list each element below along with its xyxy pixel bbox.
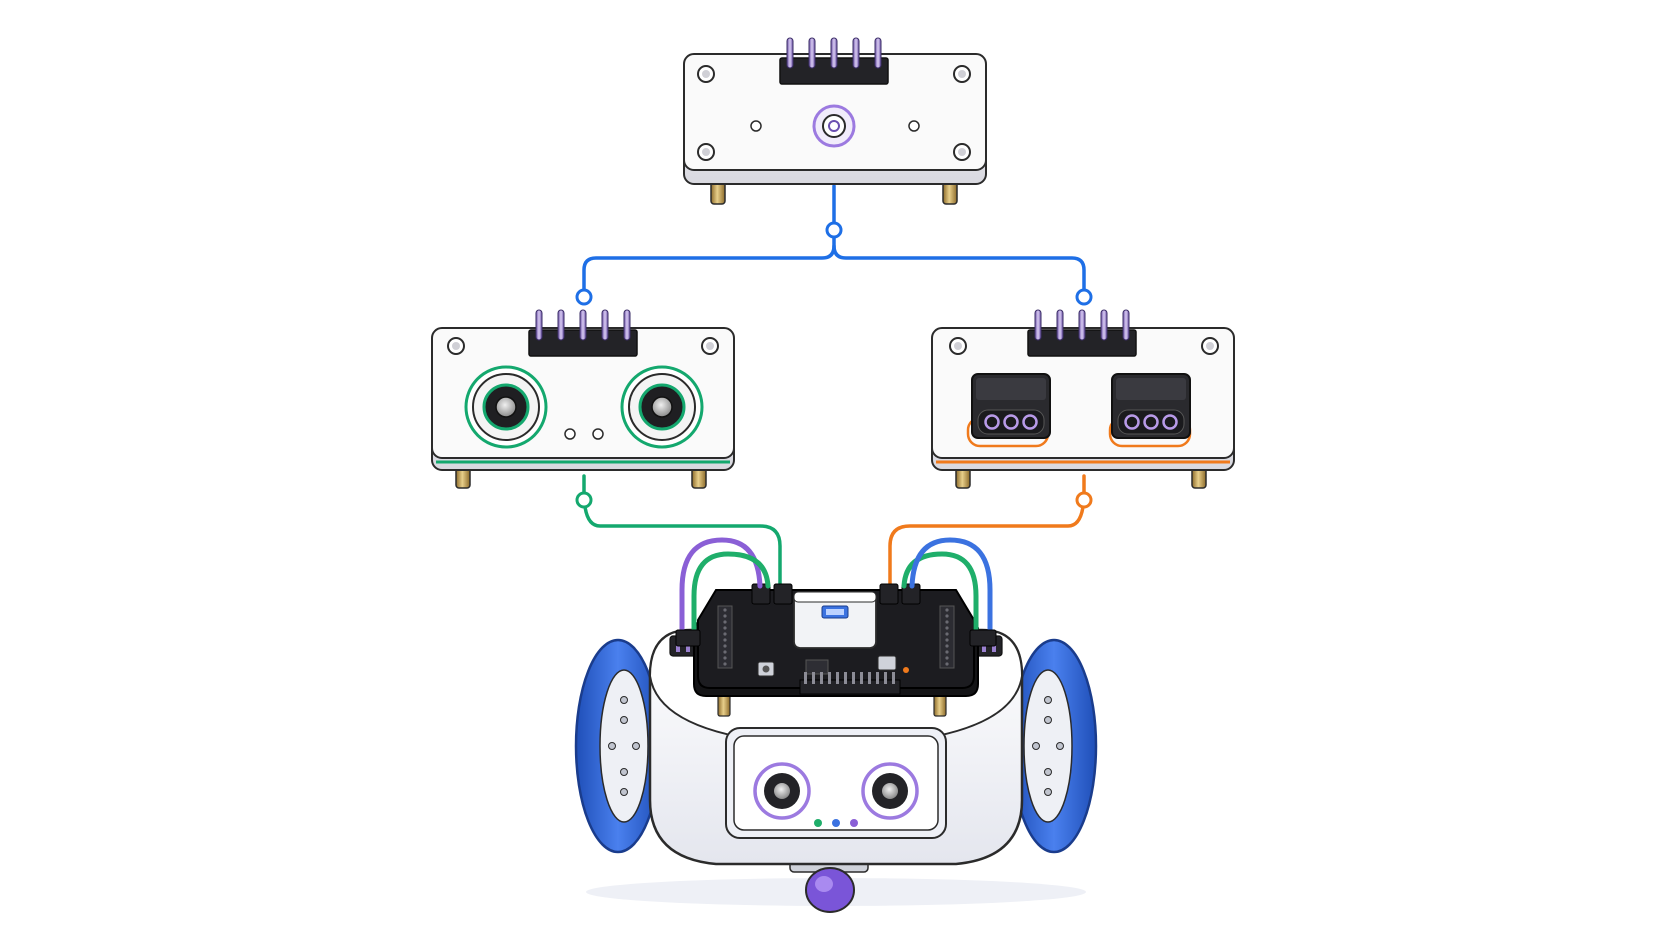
header-pin	[601, 309, 609, 341]
pin-header-icon	[779, 37, 889, 85]
header-pin	[1056, 309, 1064, 341]
robot-eye-icon	[753, 762, 811, 820]
small-hole	[750, 120, 762, 132]
pin-header-icon	[528, 309, 638, 357]
header-pin	[579, 309, 587, 341]
link-top-to-connector	[832, 244, 1086, 292]
ultrasonic-module	[431, 309, 735, 489]
status-led	[850, 819, 858, 827]
jumper-plugs	[675, 629, 997, 647]
standoff	[942, 181, 958, 205]
link-top-to-ultrasonic	[582, 234, 836, 292]
small-hole	[592, 428, 604, 440]
robot-car	[574, 537, 1098, 913]
status-led	[814, 819, 822, 827]
small-hole	[564, 428, 576, 440]
header-pin	[874, 37, 882, 69]
single-lens-sensor-icon	[812, 104, 856, 148]
robot-eye-icon	[861, 762, 919, 820]
ultrasonic-transducer-icon	[620, 365, 704, 449]
ultrasonic-transducer-icon	[464, 365, 548, 449]
link-node	[575, 288, 593, 306]
controller-board-icon	[693, 583, 979, 697]
top-module	[683, 37, 987, 205]
link-node	[575, 491, 593, 509]
header-pin	[830, 37, 838, 69]
header-pin	[1100, 309, 1108, 341]
header-pin	[1122, 309, 1130, 341]
jumper-wire-green	[691, 551, 771, 647]
header-pin	[786, 37, 794, 69]
jumper-wire-green	[901, 551, 979, 647]
connection-nodes	[575, 221, 1093, 509]
header-pin	[535, 309, 543, 341]
header-pin	[1078, 309, 1086, 341]
header-pin	[623, 309, 631, 341]
small-hole	[908, 120, 920, 132]
connector-module	[931, 309, 1235, 489]
status-led	[832, 819, 840, 827]
pin-header-icon	[1027, 309, 1137, 357]
link-node	[825, 221, 843, 239]
header-pin	[852, 37, 860, 69]
standoff	[710, 181, 726, 205]
header-pin	[808, 37, 816, 69]
header-pin	[557, 309, 565, 341]
left-wheel-icon	[574, 638, 662, 854]
link-node	[1075, 288, 1093, 306]
3-pin-connector-icon	[1108, 373, 1192, 448]
robot-face-icon	[725, 727, 947, 839]
header-pin	[1034, 309, 1042, 341]
right-wheel-icon	[1010, 638, 1098, 854]
jumper-wire-blue	[909, 537, 993, 647]
jumper-wires	[679, 537, 993, 647]
3-pin-connector-icon	[966, 373, 1051, 448]
link-node	[1075, 491, 1093, 509]
